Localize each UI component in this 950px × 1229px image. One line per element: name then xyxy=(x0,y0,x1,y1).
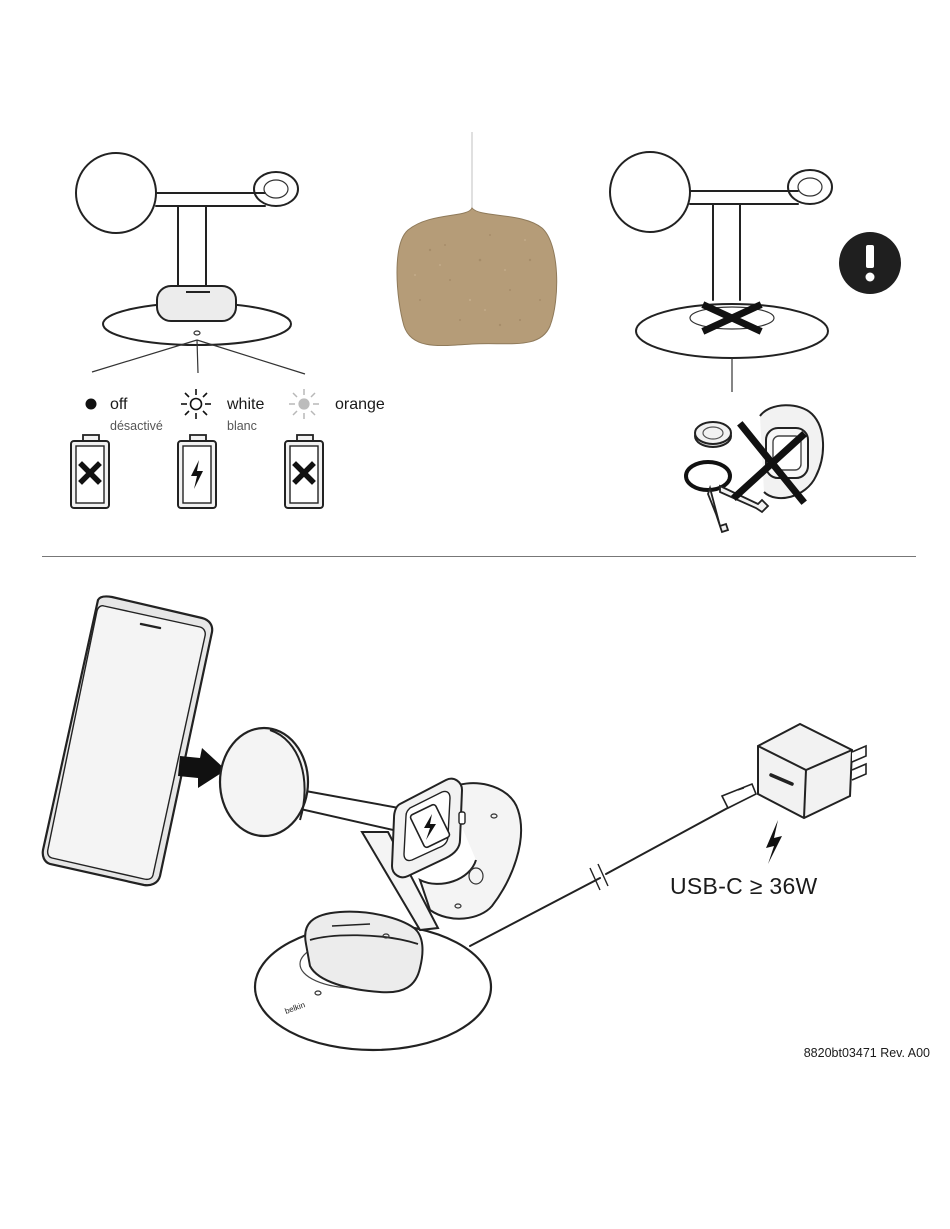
phone-illustration xyxy=(43,596,212,885)
part-number-label: 8820bt03471 Rev. A00 xyxy=(804,1046,930,1060)
usb-c-power-adapter xyxy=(758,724,866,818)
lightning-bolt-icon xyxy=(766,820,782,864)
phone-charging-pad xyxy=(220,728,308,836)
power-requirement-label: USB-C ≥ 36W xyxy=(670,873,818,900)
